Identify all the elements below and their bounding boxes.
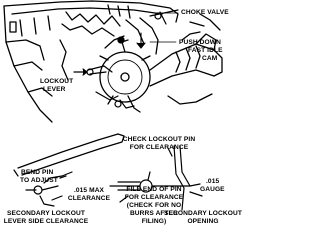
leader-lines-top xyxy=(149,12,179,43)
label-check-pin: CHECK LOCKOUT PIN xyxy=(122,136,196,143)
caption-left-2: LEVER SIDE CLEARANCE xyxy=(3,218,89,225)
caption-right-2: OPENING xyxy=(187,218,219,225)
choke-valve xyxy=(149,9,179,25)
side-clearance-detail xyxy=(13,133,125,207)
line-drawing xyxy=(3,0,223,211)
choke-linkage xyxy=(149,13,223,105)
label-file-for: FOR CLEARANCE xyxy=(124,194,184,201)
caption-left: SECONDARY LOCKOUT xyxy=(7,210,85,217)
label-gauge: GAUGE xyxy=(200,186,225,193)
label-bend-pin: BEND PIN xyxy=(21,169,54,176)
label-clearance: CLEARANCE xyxy=(67,195,111,202)
label-lever: LEVER xyxy=(43,86,66,93)
label-fast-idle: FAST IDLE xyxy=(188,47,223,54)
label-file-end: FILE END OF PIN xyxy=(126,186,182,193)
lockout-lever xyxy=(73,65,113,76)
label-cam: CAM xyxy=(202,55,218,62)
lower-fitting xyxy=(95,91,135,109)
carburetor-lockout-diagram: CHOKE VALVE PUSH DOWN FAST IDLE CAM LOCK… xyxy=(3,0,242,225)
fast-idle-cam xyxy=(99,35,151,113)
push-down-arrow xyxy=(136,32,146,49)
caption-right: SECONDARY LOCKOUT xyxy=(164,210,242,217)
label-file-filing: FILING) xyxy=(141,218,167,225)
label-check-pin-2: FOR CLEARANCE xyxy=(129,144,189,151)
label-gauge-value: .015 xyxy=(206,178,220,185)
label-to-adjust: TO ADJUST xyxy=(20,177,58,184)
carburetor-body xyxy=(3,0,179,123)
label-file-check: (CHECK FOR NO xyxy=(126,202,182,209)
label-push-down: PUSH DOWN xyxy=(179,39,221,46)
label-choke-valve: CHOKE VALVE xyxy=(181,9,229,16)
opening-detail xyxy=(109,145,203,211)
label-lockout: LOCKOUT xyxy=(40,78,74,85)
label-max: .015 MAX xyxy=(73,187,105,194)
label-file-burrs: BURRS AFTER xyxy=(129,210,179,217)
